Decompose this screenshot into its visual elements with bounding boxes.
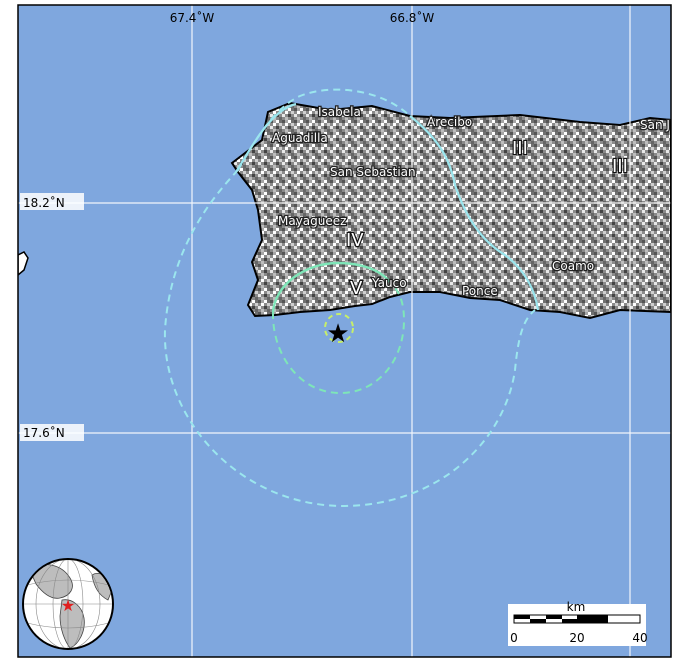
contour-v-dashed (271, 281, 406, 395)
map-frame (17, 4, 672, 658)
epicenter-star-icon: ★ (326, 319, 349, 349)
lat-label-18-2n: 18.2˚N (23, 195, 65, 210)
intensity-label-iii-a: III (512, 138, 528, 159)
city-label-isabela: Isabela (318, 105, 361, 119)
small-island (18, 251, 29, 276)
city-label-arecibo: Arecibo (427, 115, 472, 129)
contour-inner (324, 313, 354, 343)
inset-epicenter-star-icon: ★ (61, 596, 75, 615)
scale-unit-label: km (567, 600, 586, 614)
city-label-mayagueez: Mayagueez (278, 214, 346, 228)
inset-globe: ★ (22, 558, 114, 650)
city-label-coamo: Coamo (552, 259, 594, 273)
contour-v-solid (271, 261, 391, 313)
scale-tick-20: 20 (569, 631, 584, 645)
city-label-ponce: Ponce (462, 284, 498, 298)
intensity-label-v: V (350, 278, 363, 299)
city-label-san-sebastian: San Sebastian (330, 165, 416, 179)
scale-bar: km 0 20 40 (508, 600, 648, 646)
lon-label-66-8w: 66.8˚W (390, 10, 435, 25)
city-label-yauco: Yauco (371, 276, 407, 290)
lat-label-17-6n: 17.6˚N (23, 425, 65, 440)
intensity-label-iii-b: III (612, 156, 628, 177)
lon-label-67-4w: 67.4˚W (170, 10, 215, 25)
scale-tick-0: 0 (510, 631, 518, 645)
city-label-aguadilla: Aguadilla (272, 131, 328, 145)
city-label-san-juan: San J (640, 118, 670, 132)
graticule (18, 5, 671, 657)
intensity-label-iv: IV (346, 230, 364, 251)
contour-iii-solid (235, 102, 540, 311)
contour-iii-outer (163, 169, 536, 508)
scale-tick-40: 40 (632, 631, 647, 645)
